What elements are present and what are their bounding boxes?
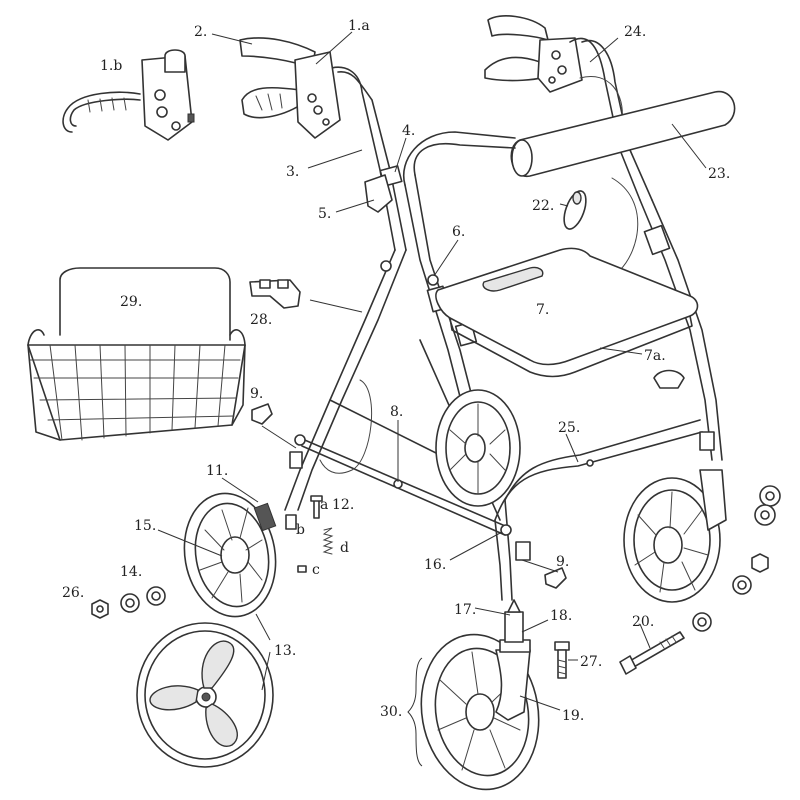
label-8: 8.	[390, 404, 403, 420]
label-7a: 7a.	[644, 348, 666, 364]
caster-bolt	[554, 641, 570, 679]
label-12b: b	[296, 522, 305, 538]
leader-19	[519, 695, 561, 711]
spring-hardware	[285, 495, 334, 573]
axle-bolt	[619, 631, 685, 675]
label-17: 17.	[454, 602, 476, 618]
label-1a: 1.a	[348, 18, 370, 34]
leader-17	[474, 607, 511, 616]
label-3: 3.	[286, 164, 299, 180]
leader-20	[639, 623, 651, 649]
label-13: 13.	[274, 643, 296, 659]
label-6: 6.	[452, 224, 465, 240]
label-12c: c	[312, 562, 320, 578]
label-23: 23.	[708, 166, 730, 182]
leader-23	[671, 123, 707, 169]
label-9: 9.	[250, 386, 263, 402]
leader-22	[559, 203, 569, 207]
label-12: 12.	[332, 497, 354, 513]
leader-4	[394, 137, 407, 173]
leader-3	[307, 149, 363, 169]
leader-7a	[599, 347, 643, 355]
label-25: 25.	[558, 420, 580, 436]
label-12d: d	[340, 540, 349, 556]
leader-11	[221, 477, 259, 503]
frame-clip-left	[251, 403, 273, 425]
label-29: 29.	[120, 294, 142, 310]
label-12a: a	[320, 497, 328, 513]
left-front-wheel	[183, 492, 277, 618]
label-1b: 1.b	[100, 58, 122, 74]
label-5: 5.	[318, 206, 331, 222]
leader-6	[433, 239, 459, 277]
label-22: 22.	[532, 198, 554, 214]
leader-13b	[261, 651, 271, 691]
seat	[435, 247, 699, 378]
leader-18	[521, 619, 549, 633]
label-15: 15.	[134, 518, 156, 534]
callout-labels: 1.a 1.b 2. 3. 4. 5. 6. 7. 7a. 8. 9. 9. 1…	[62, 18, 730, 724]
label-7: 7.	[536, 302, 549, 318]
label-26: 26.	[62, 585, 84, 601]
label-9b: 9.	[556, 554, 569, 570]
label-27: 27.	[580, 654, 602, 670]
leader-9	[261, 425, 297, 449]
caster-wheel-assembly	[420, 599, 540, 791]
seat-clip	[249, 279, 301, 309]
label-14: 14.	[120, 564, 142, 580]
label-24: 24.	[624, 24, 646, 40]
label-28: 28.	[250, 312, 272, 328]
leader-28	[309, 299, 363, 313]
leader-1a	[315, 31, 353, 65]
basket	[27, 267, 246, 441]
leader-5	[335, 199, 375, 213]
leader-2	[211, 33, 253, 45]
leader-24	[589, 37, 619, 63]
leader-16	[449, 531, 503, 561]
rear-right-wheel	[623, 469, 727, 603]
label-11: 11.	[206, 463, 228, 479]
hand-brake-lever	[62, 49, 195, 141]
leader-15	[157, 529, 223, 557]
label-2: 2.	[194, 24, 207, 40]
label-19: 19.	[562, 708, 584, 724]
backrest-pad	[510, 90, 736, 177]
frame-clip-right	[544, 567, 567, 589]
axle-bearings	[91, 586, 166, 619]
label-4: 4.	[402, 123, 415, 139]
rear-axle-bearings	[692, 485, 781, 632]
caster-assembly-bracket	[407, 657, 423, 767]
adjustment-knob	[563, 190, 587, 230]
label-20: 20.	[632, 614, 654, 630]
label-16: 16.	[424, 557, 446, 573]
label-30: 30.	[380, 704, 402, 720]
leader-25	[565, 433, 579, 463]
spare-wheel	[136, 622, 274, 768]
leader-9b	[521, 559, 559, 573]
rear-left-wheel	[435, 389, 521, 507]
right-handle-assembly	[484, 15, 653, 201]
label-18: 18.	[550, 608, 572, 624]
seat-bracket	[653, 369, 685, 389]
leader-13	[255, 613, 271, 641]
left-handle-grip	[239, 37, 341, 139]
leader-lines	[157, 31, 707, 711]
